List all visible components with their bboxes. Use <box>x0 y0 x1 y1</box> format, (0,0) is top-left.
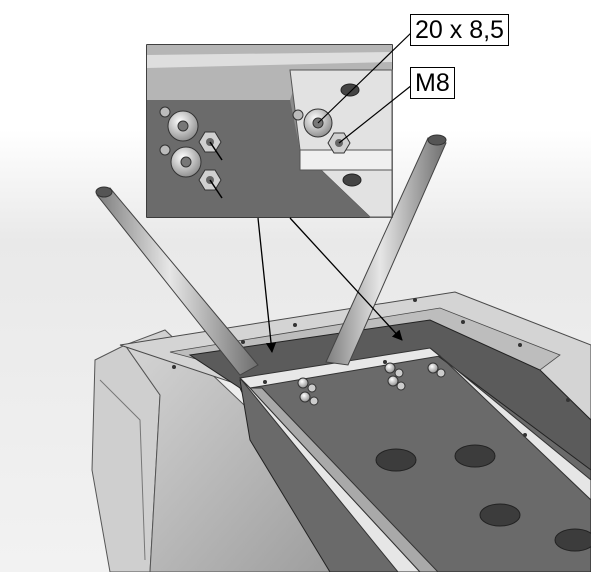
nut-size-label: M8 <box>410 67 455 99</box>
tube-handle-left <box>95 186 259 376</box>
leader-line-nut <box>338 84 413 144</box>
bolt-cluster-left <box>297 377 319 406</box>
tube-handle-right <box>325 134 447 366</box>
bolt <box>159 106 304 156</box>
base-side-panel <box>91 329 331 572</box>
leader-line-washer <box>317 31 413 124</box>
detail-inset <box>146 44 393 218</box>
base-frame <box>119 291 591 572</box>
arrow-left <box>257 217 277 354</box>
mounting-rail <box>238 347 591 572</box>
washer-size-label: 20 x 8,5 <box>410 14 509 46</box>
bolt-cluster-middle <box>384 362 406 391</box>
arrow-right <box>289 217 403 341</box>
bolt-cluster-right <box>427 362 446 378</box>
